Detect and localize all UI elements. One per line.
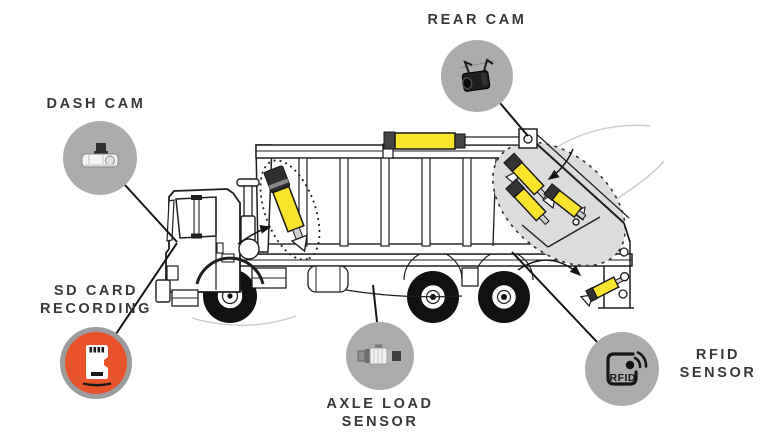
hydraulic-cylinder-top <box>382 128 538 159</box>
chassis <box>237 242 634 309</box>
rfid-label: RFID SENSOR <box>653 346 768 382</box>
sd-card-label-line2: RECORDING <box>39 301 152 317</box>
axle-load-label: AXLE LOAD SENSOR <box>296 395 464 431</box>
rfid-icon-text: RFID <box>610 372 637 384</box>
sd-card-icon <box>82 345 112 387</box>
cab <box>155 188 265 307</box>
sd-card-label-line1: SD CARD <box>53 283 139 299</box>
body-slats <box>298 157 472 247</box>
tailgate-assembly <box>492 130 631 308</box>
rear-cam-label: REAR CAM <box>427 12 527 28</box>
dash-cam-line <box>124 184 178 243</box>
callout-lines <box>115 102 598 343</box>
hydraulic-cylinder-front <box>259 159 321 261</box>
sd-card-label: SD CARD RECORDING <box>12 282 180 318</box>
axle-load-line <box>372 284 378 323</box>
axle-load-label-line1: AXLE LOAD <box>326 396 434 412</box>
rear-wheel-2 <box>478 271 530 323</box>
rfid-label-line1: RFID <box>695 347 741 363</box>
rfid-icon: RFID <box>606 351 648 386</box>
axle-load-label-line2: SENSOR <box>341 414 419 430</box>
rfid-label-line2: SENSOR <box>679 365 757 381</box>
exhaust-stack <box>236 178 260 260</box>
rfid-line <box>511 251 598 343</box>
axle-load-callout <box>346 322 414 390</box>
annotation-arrows <box>237 148 582 277</box>
dash-cam-icon <box>81 143 119 168</box>
rear-cam-callout <box>441 40 513 112</box>
rear-cam-icon <box>459 58 495 92</box>
hydraulic-cylinder-rear-group <box>503 152 587 226</box>
dash-cam-callout <box>63 121 137 195</box>
axle-load-sensor-icon <box>357 344 401 365</box>
hydraulic-cylinder-tail <box>579 272 630 308</box>
sd-card-callout <box>60 327 132 399</box>
rfid-callout: RFID <box>585 332 659 406</box>
sd-card-line <box>115 242 178 335</box>
dash-cam-label: DASH CAM <box>46 96 146 112</box>
rear-cam-line <box>499 102 529 137</box>
